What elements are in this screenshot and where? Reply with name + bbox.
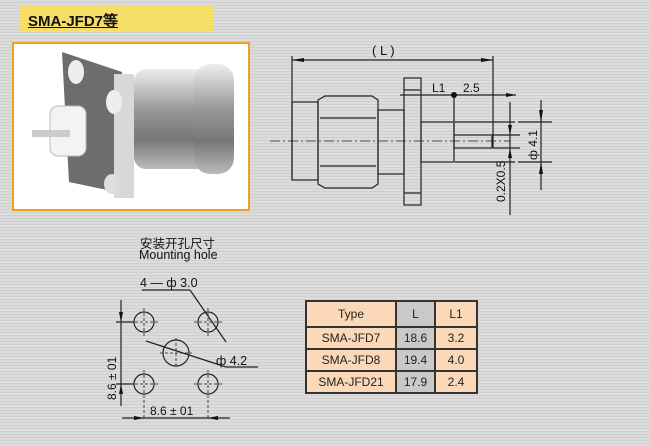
l1-label: L1 (432, 81, 446, 95)
header-type: Type (305, 300, 397, 328)
connector-hex (317, 95, 379, 189)
center-hole-label: ф 4.2 (216, 354, 247, 368)
title-bar: SMA-JFD7等 (19, 5, 213, 31)
mounting-hole (197, 373, 219, 395)
length-label: ( L ) (372, 43, 395, 58)
product-title: SMA-JFD7等 (28, 13, 119, 30)
holes-label: 4 — ф 3.0 (140, 276, 198, 290)
connector-sleeve (420, 121, 455, 163)
cell-type: SMA-JFD8 (305, 348, 397, 372)
table-row: SMA-JFD8 19.4 4.0 (305, 348, 478, 372)
horizontal-spacing-dim: 8.6 ± 01 (150, 404, 194, 418)
table-row: SMA-JFD21 17.9 2.4 (305, 370, 478, 394)
cell-type: SMA-JFD7 (305, 326, 397, 350)
cell-type: SMA-JFD21 (305, 370, 397, 394)
l1-reference-dot (451, 92, 457, 98)
dim-pin-size: 0.2X0.5 (494, 160, 508, 202)
mounting-title-cn: 安装开孔尺寸 (140, 237, 216, 251)
cell-l1: 3.2 (434, 326, 478, 350)
cell-l1: 4.0 (434, 348, 478, 372)
mounting-hole (197, 311, 219, 333)
product-photo (12, 42, 250, 211)
table-header-row: Type L L1 (305, 300, 478, 328)
table-row: SMA-JFD7 18.6 3.2 (305, 326, 478, 350)
cell-l1: 2.4 (434, 370, 478, 394)
cell-l: 19.4 (395, 348, 436, 372)
cell-l: 18.6 (395, 326, 436, 350)
dim-diameter-4-1: ф 4.1 (526, 130, 540, 160)
cell-l: 17.9 (395, 370, 436, 394)
vertical-spacing-dim: 8.6 ± 01 (105, 356, 119, 400)
connector-photo-illustration (32, 52, 234, 198)
dim-2-5: 2.5 (463, 81, 480, 95)
connector-flange (403, 77, 422, 206)
connector-pin (453, 134, 493, 149)
header-l1: L1 (434, 300, 478, 328)
connector-body (377, 109, 405, 175)
header-l: L (395, 300, 436, 328)
dimension-table: Type L L1 SMA-JFD7 18.6 3.2 SMA-JFD8 19.… (305, 300, 478, 394)
mounting-title-en: Mounting hole (139, 248, 218, 262)
